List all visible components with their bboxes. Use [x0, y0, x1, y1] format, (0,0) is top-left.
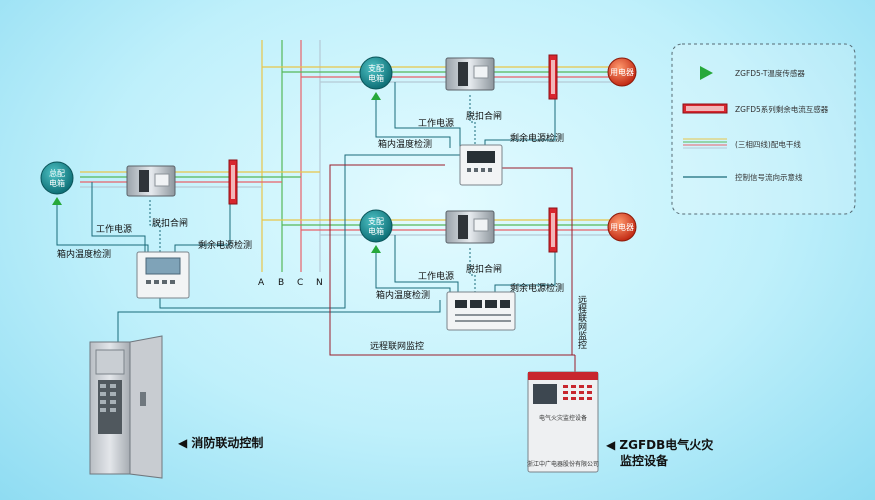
main-trip-close: 脱扣合闸 [152, 217, 188, 229]
main-box-label-1: 总配 [49, 168, 65, 178]
lower-branch-box: 支配 电箱 [359, 209, 393, 243]
legend-text-2: ZGFD5系列剩余电流互感器 [735, 104, 829, 114]
main-box-label-2: 电箱 [49, 178, 65, 188]
lower-residual: 剩余电源检测 [510, 282, 564, 294]
bus-labels: A B C N [258, 278, 323, 288]
upper-work-power: 工作电源 [418, 117, 454, 129]
legend-item-bus: (三相四线)配电干线 [683, 138, 801, 149]
panel-maker: 浙江中广电器股份有限公司 [527, 460, 599, 468]
lower-work-power: 工作电源 [418, 270, 454, 282]
lower-ct-sensor [548, 207, 558, 253]
signal-lines [56, 82, 556, 345]
upper-box-temp: 箱内温度检测 [378, 138, 432, 150]
upper-load-label: 用电器 [610, 67, 634, 77]
lower-trip-close: 脱扣合闸 [466, 263, 502, 275]
legend-item-signal: 控制信号流向示意线 [683, 172, 803, 182]
panel-title: 电气火灾监控设备 [539, 414, 587, 422]
upper-load: 用电器 [607, 57, 637, 87]
legend-item-temp-sensor: ZGFD5-T温度传感器 [700, 66, 805, 80]
lower-box-temp: 箱内温度检测 [376, 289, 430, 301]
main-ct-sensor [228, 159, 238, 205]
bus-label-a: A [258, 278, 265, 288]
lower-load: 用电器 [607, 212, 637, 242]
temp-sensor-legend-icon [700, 66, 713, 80]
upper-branch-lines [262, 66, 615, 83]
monitor-device-label-2: 监控设备 [620, 453, 669, 468]
main-feeder-lines [80, 171, 320, 188]
lower-branch-label-2: 电箱 [368, 226, 384, 236]
legend-text-4: 控制信号流向示意线 [735, 172, 803, 182]
remote-monitor-vertical-label: 远程联网监控 [576, 295, 587, 350]
bus-label-b: B [278, 278, 284, 288]
upper-branch-box: 支配 电箱 [359, 56, 393, 90]
upper-detector [459, 144, 503, 186]
upper-branch-label-2: 电箱 [368, 73, 384, 83]
lower-branch-lines [262, 219, 615, 236]
fire-control-label: ◀ 消防联动控制 [178, 435, 263, 450]
upper-branch-label-1: 支配 [368, 63, 384, 73]
monitor-device-label-1: ◀ ZGFDB电气火灾 [606, 437, 714, 452]
four-lines-legend-icon [683, 138, 727, 149]
main-residual: 剩余电源检测 [198, 239, 252, 251]
upper-residual: 剩余电源检测 [510, 132, 564, 144]
main-work-power: 工作电源 [96, 223, 132, 235]
vertical-bus-bars [261, 40, 321, 272]
upper-trip-close: 脱扣合闸 [466, 110, 502, 122]
upper-breaker [445, 57, 495, 91]
main-breaker [126, 165, 176, 197]
legend-text-1: ZGFD5-T温度传感器 [735, 68, 805, 78]
lower-detector [446, 291, 516, 331]
bus-label-n: N [316, 278, 323, 288]
lower-breaker [445, 210, 495, 244]
lower-branch-label-1: 支配 [368, 216, 384, 226]
upper-temp-sensor-icon [371, 92, 381, 100]
legend-text-3: (三相四线)配电干线 [735, 139, 801, 149]
remote-monitor-line [329, 164, 576, 372]
upper-ct-sensor [548, 54, 558, 100]
legend-item-ct: ZGFD5系列剩余电流互感器 [682, 103, 829, 114]
fire-linkage-cabinet [89, 335, 163, 479]
legend: ZGFD5-T温度传感器 ZGFD5系列剩余电流互感器 (三相四线)配电干线 控… [671, 43, 856, 215]
remote-monitor-label: 远程联网监控 [370, 340, 424, 352]
lower-temp-sensor-icon [371, 245, 381, 253]
fire-monitor-device: 电气火灾监控设备 浙江中广电器股份有限公司 [527, 371, 599, 473]
wiring-labels: 工作电源 脱扣合闸 箱内温度检测 剩余电源检测 工作电源 脱扣合闸 箱内温度检测… [57, 110, 587, 352]
bus-label-c: C [297, 278, 303, 288]
main-detector [136, 251, 190, 299]
main-temp-sensor-icon [52, 197, 62, 205]
lower-load-label: 用电器 [610, 222, 634, 232]
main-box-temp: 箱内温度检测 [57, 248, 111, 260]
main-distribution-box: 总配 电箱 [40, 161, 74, 195]
